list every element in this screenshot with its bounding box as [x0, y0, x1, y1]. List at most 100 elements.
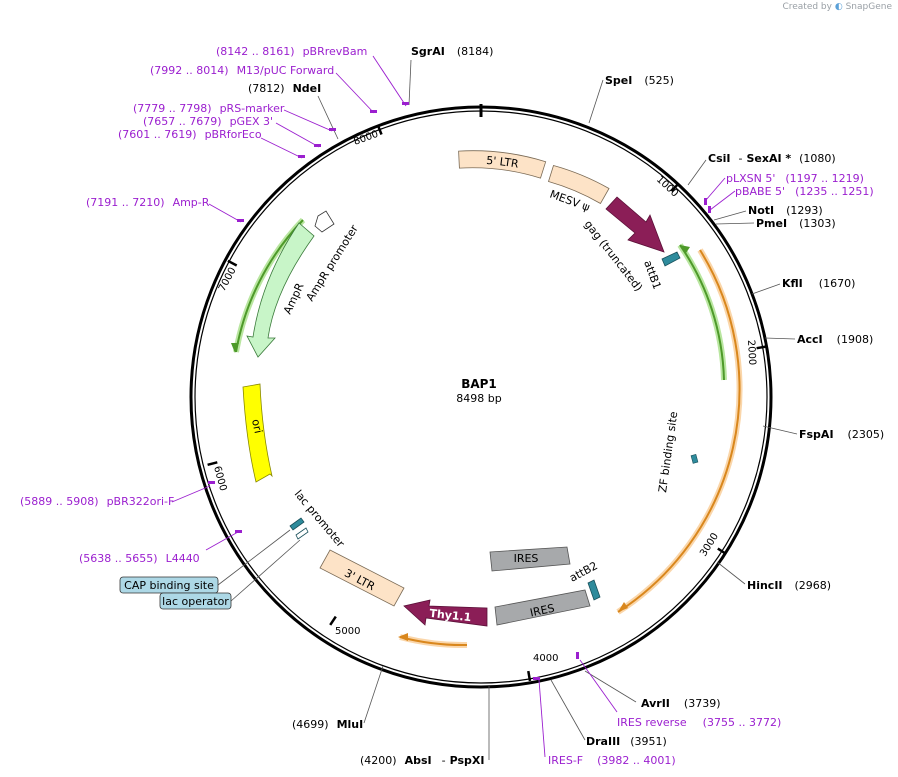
feature-ampr[interactable]	[246, 222, 315, 358]
connector-csii	[687, 159, 707, 186]
scale-ticks	[207, 124, 767, 682]
enzyme-ndei[interactable]: (7812)NdeI	[248, 82, 321, 95]
primer-mark-ires-f	[533, 677, 540, 680]
tick-1000	[670, 182, 680, 193]
tick-2000	[756, 345, 767, 350]
connector-fspai	[762, 425, 798, 435]
feature-ori[interactable]: ori	[242, 383, 273, 483]
primer-connectors	[171, 55, 736, 758]
primer-connector-pbrrevbam	[372, 55, 407, 107]
orf-right-orange	[616, 248, 743, 615]
primer-connector-plxsn	[705, 177, 726, 201]
primer-connector-pbr322ori	[171, 485, 211, 503]
primer-mark-prs	[329, 128, 336, 131]
feature-ampr-promoter[interactable]	[314, 210, 335, 233]
enzyme-avrii[interactable]: AvrII(3739)	[641, 697, 720, 710]
enzyme-acci[interactable]: AccI(1908)	[797, 333, 873, 346]
primer-connector-pbrforeco	[260, 137, 303, 159]
primer-mark-ires-rev	[576, 652, 579, 659]
connector-ndei	[317, 95, 339, 140]
enzyme-spei[interactable]: SpeI(525)	[605, 74, 674, 87]
orf-right-green	[677, 243, 727, 381]
tick-label-5000: 5000	[335, 626, 360, 637]
primer-ires-reverse[interactable]: IRES reverse(3755 .. 3772)	[617, 716, 781, 729]
enzyme-pmei[interactable]: PmeI(1303)	[756, 217, 836, 230]
feature-lac-promoter-site	[289, 517, 309, 540]
enzyme-kfli[interactable]: KflI(1670)	[782, 277, 855, 290]
enzyme-connectors	[317, 59, 798, 760]
connector-kfli	[751, 283, 781, 295]
feature-attb2-label: attB2	[567, 559, 600, 585]
feature-ires-outer[interactable]: IRES	[494, 589, 591, 626]
lac-operator-label: lac operator	[162, 595, 229, 608]
tick-3000	[717, 547, 727, 556]
connector-mlui	[363, 665, 384, 724]
feature-ltr5[interactable]: 5' LTR	[458, 150, 547, 179]
primer-mark-pbrforeco	[298, 155, 305, 158]
primer-pbabe-5[interactable]: pBABE 5'(1235 .. 1251)	[735, 185, 874, 198]
feature-misc	[547, 165, 610, 205]
primer-mark-pbr322ori	[208, 481, 215, 484]
feature-thy11[interactable]: Thy1.1	[403, 599, 488, 627]
primer-plxsn-5[interactable]: pLXSN 5'(1197 .. 1219)	[726, 172, 864, 185]
primer-m13-puc-forward[interactable]: (7992 .. 8014)M13/pUC Forward	[150, 64, 334, 77]
connector-acci	[764, 337, 796, 340]
primer-pbrrevbam[interactable]: (8142 .. 8161)pBRrevBam	[216, 45, 367, 58]
feature-cap-binding-site[interactable]: CAP binding site	[119, 529, 291, 594]
cap-binding-site-label: CAP binding site	[124, 579, 214, 592]
connector-draiii	[550, 679, 586, 741]
primer-mark-pgex	[314, 144, 321, 147]
tick-8000	[376, 124, 383, 135]
primer-mark-pbabe	[708, 206, 711, 213]
primer-pgex-3[interactable]: (7657 .. 7679)pGEX 3'	[143, 115, 273, 128]
connector-noti	[713, 210, 747, 221]
enzyme-fspai[interactable]: FspAI(2305)	[799, 428, 884, 441]
orf-left-green	[231, 217, 306, 353]
primer-connector-ires-f	[538, 679, 546, 758]
plasmid-name: BAP1	[461, 377, 497, 391]
tick-6000	[207, 461, 218, 467]
primer-connector-ires-rev	[579, 659, 618, 713]
snapgene-credit: Created by ◐ SnapGene	[782, 2, 892, 12]
primer-pbrforeco[interactable]: (7601 .. 7619)pBRforEco	[118, 128, 262, 141]
primer-ires-f[interactable]: IRES-F(3982 .. 4001)	[548, 754, 676, 767]
primer-mark-plxsn	[704, 198, 707, 205]
feature-lac-operator[interactable]: lac operator	[159, 539, 301, 610]
connector-pmei	[715, 222, 755, 225]
feature-ltr3[interactable]: 3' LTR	[319, 549, 405, 607]
primer-mark-m13	[370, 110, 377, 113]
primer-mark-ampr	[237, 219, 244, 222]
enzyme-csii-sexai[interactable]: CsiI-SexAI *(1080)	[708, 152, 836, 165]
feature-attb1[interactable]	[661, 251, 681, 267]
feature-ires-inner[interactable]: IRES	[489, 546, 571, 572]
enzyme-draiii[interactable]: DraIII(3951)	[586, 735, 667, 748]
orf-bottom-orange	[398, 633, 468, 649]
primer-l4440[interactable]: (5638 .. 5655)L4440	[79, 552, 200, 565]
tick-label-1000: 1000	[654, 174, 680, 199]
feature-gag[interactable]	[605, 196, 665, 253]
enzyme-sgrai[interactable]: SgrAI(8184)	[411, 45, 493, 58]
connector-hincii	[716, 561, 746, 585]
primer-connector-l4440	[205, 531, 239, 551]
feature-ires-inner-label: IRES	[514, 552, 539, 565]
feature-zf-site[interactable]	[690, 453, 699, 464]
tick-label-8000: 8000	[352, 129, 380, 148]
enzyme-hincii[interactable]: HincII(2968)	[747, 579, 831, 592]
tick-4000	[527, 670, 532, 682]
tick-5000	[329, 615, 337, 626]
enzyme-absi-pspxi[interactable]: (4200)AbsI-PspXI	[360, 754, 484, 767]
primer-amp-r[interactable]: (7191 .. 7210)Amp-R	[86, 196, 210, 209]
primer-pbr322ori-f[interactable]: (5889 .. 5908)pBR322ori-F	[20, 495, 174, 508]
connector-avrii	[584, 670, 637, 703]
primer-connector-pbabe	[709, 190, 736, 211]
enzyme-mlui[interactable]: (4699)MluI	[292, 718, 363, 731]
primer-connector-prs	[283, 109, 333, 132]
feature-attb2[interactable]	[587, 579, 601, 601]
tick-label-3000: 3000	[698, 531, 721, 558]
plasmid-length: 8498 bp	[456, 392, 501, 405]
feature-ampr-label: AmpR	[281, 281, 307, 317]
primer-prs-marker[interactable]: (7779 .. 7798)pRS-marker	[133, 102, 285, 115]
enzyme-noti[interactable]: NotI(1293)	[748, 204, 823, 217]
snapgene-logo-icon: ◐	[834, 2, 843, 12]
